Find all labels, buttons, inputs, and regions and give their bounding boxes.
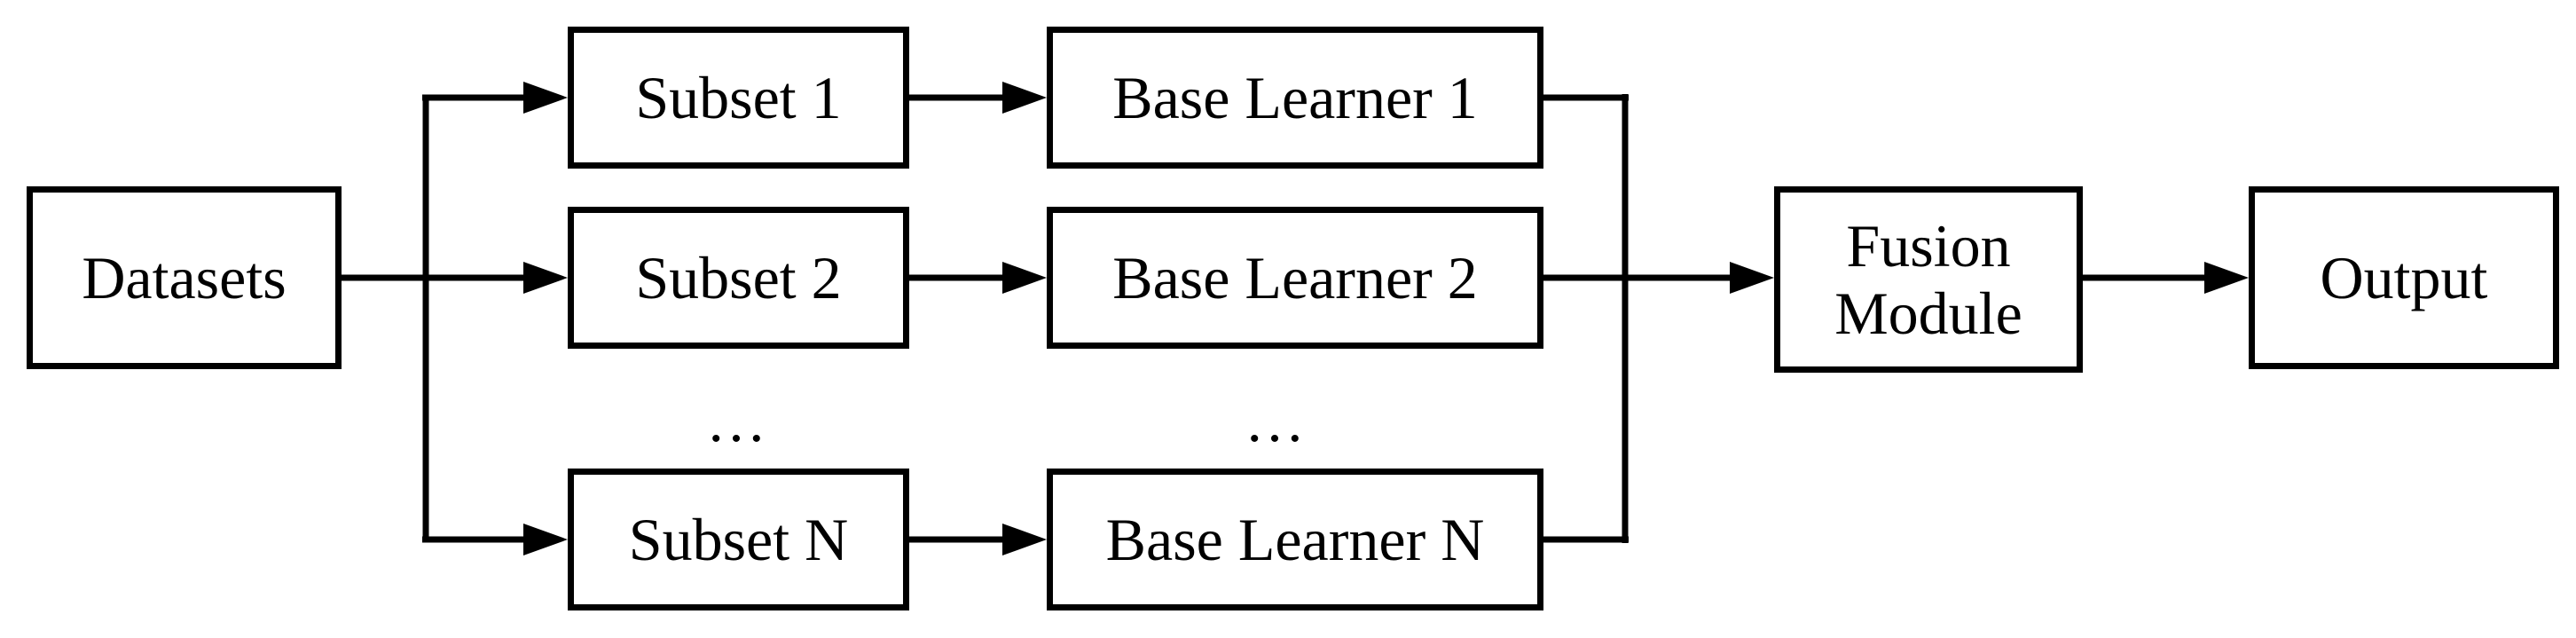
fusion-label-line1: Fusion (1846, 211, 2011, 280)
arrowhead-subset-2 (523, 262, 568, 294)
learner-ellipsis: … (1245, 387, 1310, 454)
fusion-label-line2: Module (1834, 280, 2022, 347)
datasets-node: Datasets (27, 186, 342, 369)
base-learner-2-label: Base Learner 2 (1112, 243, 1478, 311)
base-learner-1-node: Base Learner 1 (1047, 27, 1543, 169)
base-learner-n-node: Base Learner N (1047, 469, 1543, 610)
base-learner-1-label: Base Learner 1 (1112, 63, 1478, 131)
subset-n-node: Subset N (568, 469, 909, 610)
output-label: Output (2320, 243, 2488, 311)
subset-1-node: Subset 1 (568, 27, 909, 169)
arrowhead-learner-2 (1002, 262, 1047, 294)
arrowhead-fusion (1730, 262, 1774, 294)
output-node: Output (2249, 186, 2559, 369)
base-learner-n-label: Base Learner N (1105, 505, 1485, 573)
arrowhead-learner-n (1002, 524, 1047, 555)
arrowhead-subset-n (523, 524, 568, 555)
fusion-module-node: Fusion Module (1774, 186, 2083, 373)
subset-2-label: Subset 2 (635, 243, 842, 311)
subset-ellipsis: … (706, 387, 772, 454)
arrowhead-output (2204, 262, 2249, 294)
datasets-label: Datasets (82, 243, 287, 311)
arrowhead-learner-1 (1002, 82, 1047, 114)
subset-n-label: Subset N (628, 505, 849, 573)
base-learner-2-node: Base Learner 2 (1047, 207, 1543, 349)
arrowhead-subset-1 (523, 82, 568, 114)
subset-1-label: Subset 1 (635, 63, 842, 131)
subset-2-node: Subset 2 (568, 207, 909, 349)
